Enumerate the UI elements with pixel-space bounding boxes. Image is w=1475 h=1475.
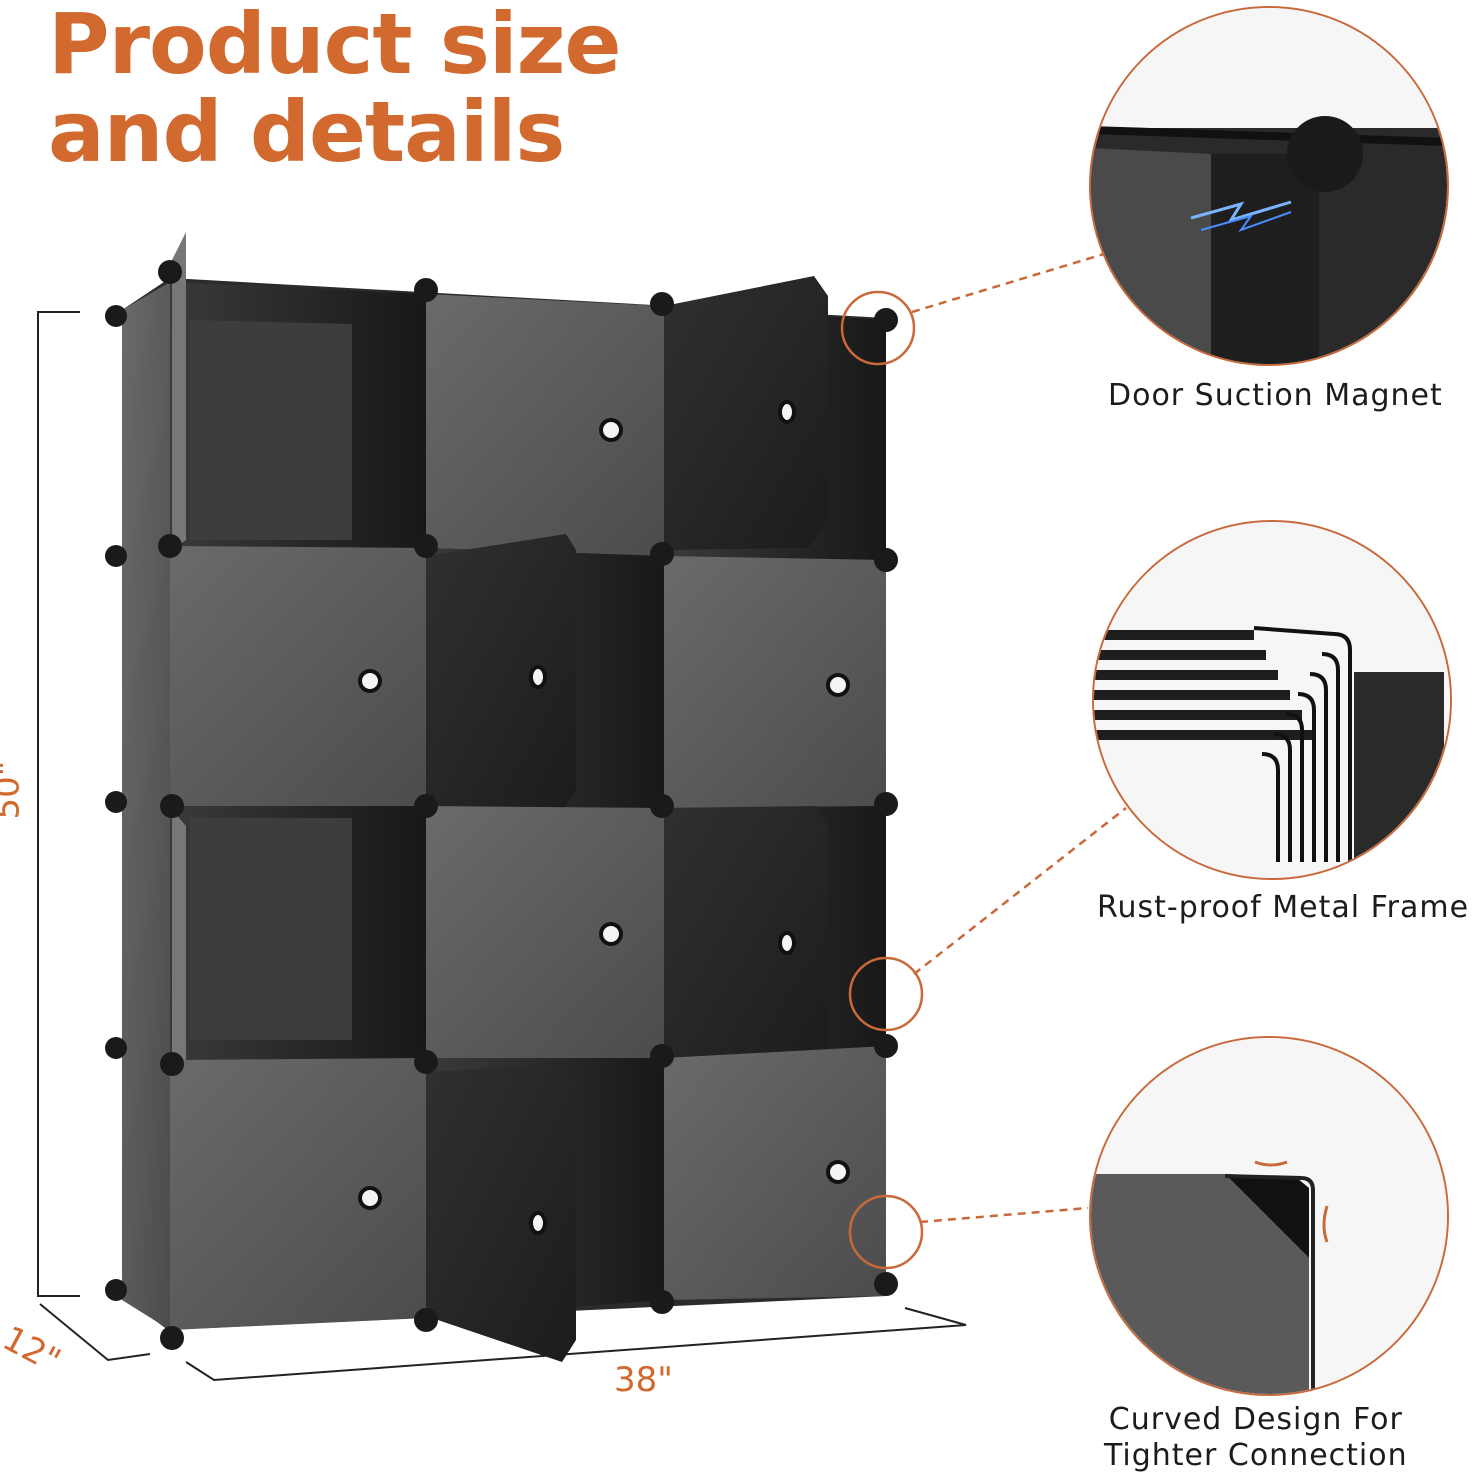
metal-frame-detail-icon <box>1092 520 1452 880</box>
magnet-feature-label: Door Suction Magnet <box>1108 378 1443 413</box>
cube-row-4 <box>170 1046 886 1362</box>
height-dimension-label: 50" <box>0 760 28 820</box>
depth-dimension-line <box>39 1303 151 1362</box>
curved-design-line-2: Tighter Connection <box>1104 1438 1408 1473</box>
door-handles <box>358 400 850 1235</box>
page-title: Product size and details <box>48 0 621 181</box>
cube-row-3 <box>170 806 886 1078</box>
callout-markers <box>840 252 1127 1270</box>
corner-detail-icon <box>1089 1036 1449 1396</box>
title-line-2: and details <box>48 83 565 181</box>
metal-frame-feature-label: Rust-proof Metal Frame <box>1097 890 1470 925</box>
curved-design-line-1: Curved Design For <box>1108 1402 1403 1437</box>
title-line-1: Product size <box>48 0 621 93</box>
cube-row-1 <box>170 232 886 560</box>
width-dimension-label: 38" <box>614 1360 673 1400</box>
width-dimension-line <box>185 1307 967 1382</box>
magnet-detail-icon <box>1089 6 1449 366</box>
frame-connectors <box>105 260 898 1350</box>
curved-design-feature-label: Curved Design For Tighter Connection <box>1104 1402 1408 1474</box>
height-dimension-line <box>37 311 80 1297</box>
cube-row-2 <box>170 534 886 808</box>
